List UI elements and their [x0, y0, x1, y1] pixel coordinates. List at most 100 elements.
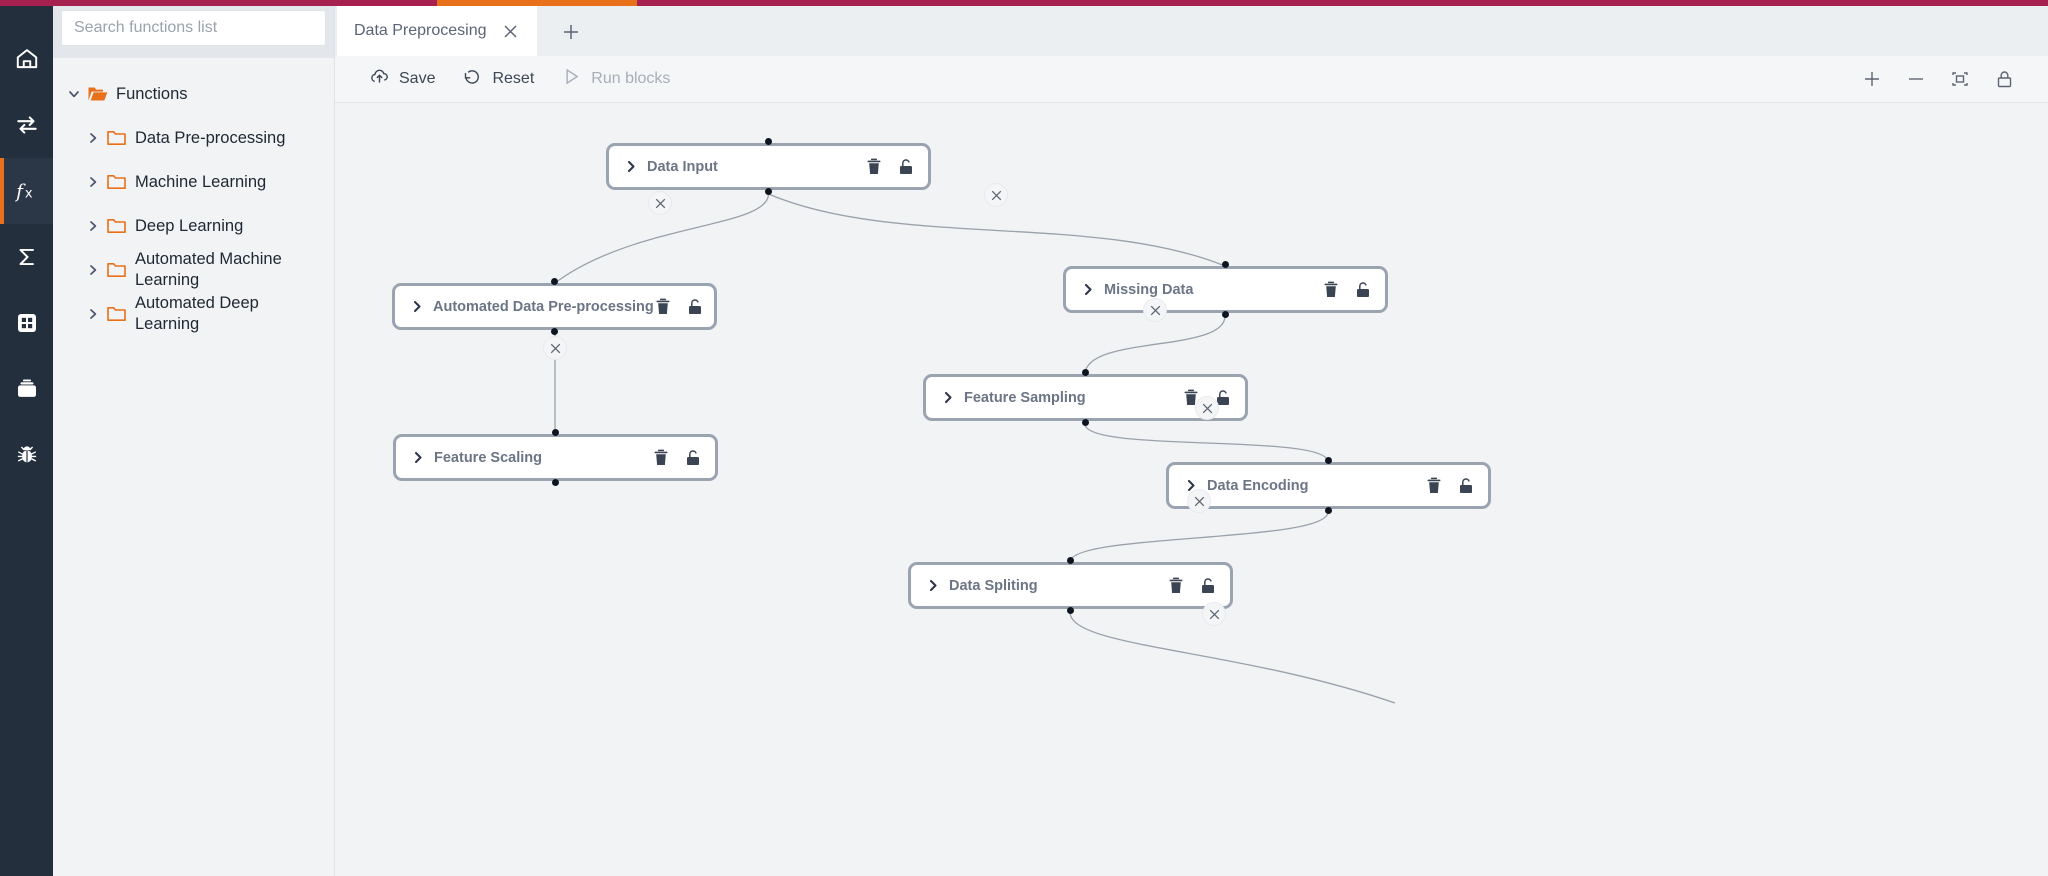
chevron-right-icon[interactable]	[82, 131, 104, 145]
node-actions	[1167, 576, 1217, 596]
trash-icon[interactable]	[1322, 280, 1340, 300]
tree-item-machine-learning[interactable]: Machine Learning	[53, 160, 334, 204]
tree-item-label: Deep Learning	[135, 216, 244, 235]
flow-node-data-spliting[interactable]: Data Spliting	[908, 557, 1233, 614]
rail-item-briefcase[interactable]	[0, 356, 53, 422]
search-input[interactable]	[61, 10, 326, 46]
folder-icon	[104, 172, 130, 192]
unlock-icon[interactable]	[897, 157, 915, 177]
input-port[interactable]	[1082, 369, 1089, 376]
chevron-right-icon[interactable]	[82, 263, 104, 277]
run-blocks-button[interactable]: Run blocks	[561, 66, 670, 92]
rail-item-sigma-sum[interactable]	[0, 224, 53, 290]
unlock-icon[interactable]	[1354, 280, 1372, 300]
zoom-in-icon[interactable]	[1850, 63, 1894, 95]
node-actions	[654, 297, 704, 317]
folder-icon	[104, 304, 130, 324]
edge-delete-icon[interactable]	[1202, 602, 1226, 626]
trash-icon[interactable]	[1167, 576, 1185, 596]
flow-edge[interactable]	[554, 193, 770, 284]
active-tab-accent-bar	[437, 0, 637, 6]
output-port[interactable]	[1222, 311, 1229, 318]
input-port[interactable]	[765, 138, 772, 145]
flow-node-automated-data-pre-processing[interactable]: Automated Data Pre-processing	[392, 278, 717, 335]
flow-edge[interactable]	[1069, 611, 1396, 704]
rail-item-home[interactable]	[0, 26, 53, 92]
input-port[interactable]	[1222, 261, 1229, 268]
unlock-icon[interactable]	[1214, 388, 1232, 408]
flow-node-missing-data[interactable]: Missing Data	[1063, 261, 1388, 318]
trash-icon[interactable]	[654, 297, 672, 317]
unlock-icon[interactable]	[1457, 476, 1475, 496]
expand-chevron-icon[interactable]	[1082, 283, 1095, 296]
flow-edge[interactable]	[768, 193, 1226, 267]
tab-data-preprocesing[interactable]: Data Preprocesing	[337, 6, 537, 56]
flow-node-data-encoding[interactable]: Data Encoding	[1166, 457, 1491, 514]
close-icon[interactable]	[499, 20, 521, 42]
input-port[interactable]	[1325, 457, 1332, 464]
input-port[interactable]	[551, 278, 558, 285]
lock-canvas-icon[interactable]	[1982, 63, 2026, 95]
output-port[interactable]	[1067, 607, 1074, 614]
chevron-down-icon[interactable]	[63, 87, 85, 101]
output-port[interactable]	[765, 188, 772, 195]
folder-open-icon	[85, 84, 111, 104]
expand-chevron-icon[interactable]	[411, 300, 424, 313]
rail-item-data-transfer[interactable]	[0, 92, 53, 158]
unlock-icon[interactable]	[684, 448, 702, 468]
tree-item-data-pre-processing[interactable]: Data Pre-processing	[53, 116, 334, 160]
trash-icon[interactable]	[865, 157, 883, 177]
zoom-out-icon[interactable]	[1894, 63, 1938, 95]
edge-delete-icon[interactable]	[1195, 396, 1219, 420]
cloud-upload-icon	[369, 66, 390, 92]
flow-edge[interactable]	[1084, 315, 1226, 375]
expand-chevron-icon[interactable]	[927, 579, 940, 592]
expand-chevron-icon[interactable]	[942, 391, 955, 404]
unlock-icon[interactable]	[1199, 576, 1217, 596]
output-port[interactable]	[551, 328, 558, 335]
trash-icon[interactable]	[652, 448, 670, 468]
expand-chevron-icon[interactable]	[625, 160, 638, 173]
chevron-right-icon[interactable]	[82, 307, 104, 321]
flow-edge[interactable]	[1069, 511, 1329, 563]
reset-button[interactable]: Reset	[462, 66, 534, 92]
edge-delete-icon[interactable]	[543, 336, 567, 360]
trash-icon[interactable]	[1425, 476, 1443, 496]
rail-item-bug-debug[interactable]	[0, 422, 53, 488]
sigma-sum-icon	[14, 244, 40, 270]
edge-delete-icon[interactable]	[1143, 298, 1167, 322]
input-port[interactable]	[1067, 557, 1074, 564]
input-port[interactable]	[552, 429, 559, 436]
tree-item-automated-deep-learning[interactable]: Automated Deep Learning	[53, 292, 334, 336]
edge-delete-icon[interactable]	[648, 191, 672, 215]
save-button[interactable]: Save	[369, 66, 435, 92]
edge-delete-icon[interactable]	[984, 183, 1008, 207]
chevron-right-icon[interactable]	[82, 219, 104, 233]
node-title: Feature Sampling	[964, 389, 1086, 406]
tree-item-deep-learning[interactable]: Deep Learning	[53, 204, 334, 248]
flow-node-feature-scaling[interactable]: Feature Scaling	[393, 429, 718, 486]
edge-delete-icon[interactable]	[1187, 489, 1211, 513]
expand-chevron-icon[interactable]	[1185, 479, 1198, 492]
rail-item-grid-dashboard[interactable]	[0, 290, 53, 356]
unlock-icon[interactable]	[686, 297, 704, 317]
tree-item-automated-machine-learning[interactable]: Automated Machine Learning	[53, 248, 334, 292]
bug-debug-icon	[14, 442, 40, 468]
output-port[interactable]	[1325, 507, 1332, 514]
output-port[interactable]	[552, 479, 559, 486]
plus-icon[interactable]	[557, 18, 585, 46]
flow-node-feature-sampling[interactable]: Feature Sampling	[923, 369, 1248, 426]
trash-icon[interactable]	[1182, 388, 1200, 408]
flow-node-data-input[interactable]: Data Input	[606, 138, 931, 195]
data-transfer-icon	[14, 112, 40, 138]
tree-item-functions[interactable]: Functions	[53, 72, 334, 116]
fit-to-screen-icon[interactable]	[1938, 63, 1982, 95]
chevron-right-icon[interactable]	[82, 175, 104, 189]
output-port[interactable]	[1082, 419, 1089, 426]
save-label: Save	[399, 70, 436, 87]
expand-chevron-icon[interactable]	[412, 451, 425, 464]
flow-edge[interactable]	[1084, 423, 1329, 463]
